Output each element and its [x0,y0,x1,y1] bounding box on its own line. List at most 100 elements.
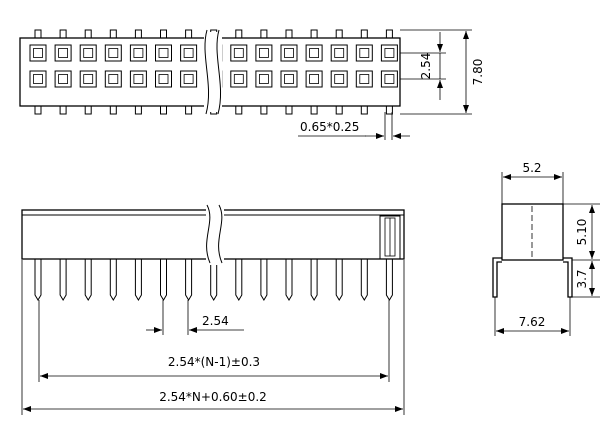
contact-cell-outer [380,70,398,88]
contact-cell-inner [133,48,144,58]
top-pin [160,29,167,39]
front-pin [210,259,218,301]
contact-cell-inner [183,48,194,58]
front-pin [385,259,393,301]
front-view-break-gap [206,205,224,265]
contact-cell-inner [309,48,320,58]
contact-cell-outer [280,70,298,88]
side-view: 5.2 5.10 3.7 7.62 [492,161,600,336]
front-pin [109,259,117,301]
top-view: 7.80 2.54 0.65*0.25 [19,29,485,140]
dim-label-pitch: 2.54 [419,53,433,80]
front-pin [160,259,167,301]
contact-cell-inner [334,74,345,84]
contact-cell-inner [158,48,169,58]
top-pin [34,29,42,39]
contact-cell-outer [104,44,122,62]
dim-label-height: 7.80 [471,59,485,86]
contact-cell-inner [33,48,43,58]
dim-label-pin-width: 0.65*0.25 [300,120,359,134]
dim-label-pin-length: 3.7 [575,269,589,288]
contact-cell-outer [355,70,373,88]
front-view-pins [34,259,393,301]
dim-label-body-height: 5.10 [575,219,589,246]
contact-cell-inner [133,74,144,84]
contact-cell-outer [29,44,47,62]
side-view-body [501,203,564,261]
dim-label-front-total: 2.54*N+0.60±0.2 [159,390,267,404]
dim-label-side-width: 5.2 [522,161,541,175]
dim-label-pin-spacing: 7.62 [519,315,546,329]
contact-cell-inner [108,48,119,58]
top-pin [109,29,117,39]
contact-cell-outer [230,44,248,62]
contact-cell-inner [183,74,194,84]
front-view-end-contact [379,215,401,260]
top-pin [335,105,343,115]
contact-cell-inner [359,74,370,84]
top-pin [310,105,318,115]
contact-cell-outer [129,70,147,88]
front-pin [235,259,243,301]
contact-cell-inner [284,74,294,84]
front-pin [360,259,368,301]
front-pin [84,259,92,301]
top-pin [260,29,268,39]
side-view-pin-right [563,257,573,298]
contact-cell-inner [258,74,269,84]
top-pin [84,105,92,115]
contact-cell-inner [58,48,68,58]
contact-cell-outer [54,44,72,62]
contact-cell-outer [305,70,323,88]
top-pin [185,29,193,39]
contact-cell-inner [384,48,395,58]
contact-cell-inner [359,48,370,58]
top-pin [59,29,67,39]
side-view-pin-left [492,257,502,298]
front-view: 2.54 2.54*(N-1)±0.3 2.54*N+0.60±0.2 [21,204,405,415]
front-view-break-line [218,204,223,264]
front-pin [260,259,268,301]
contact-cell-outer [104,70,122,88]
dim-label-front-pitch: 2.54 [202,314,229,328]
contact-cell-outer [29,70,47,88]
contact-cell-outer [280,44,298,62]
contact-cell-outer [180,44,198,62]
top-pin [84,29,92,39]
top-pin [235,105,243,115]
contact-cell-inner [33,74,43,84]
top-pin [385,29,393,39]
contact-cell-outer [255,44,273,62]
front-pin [134,259,142,301]
dim-label-front-span: 2.54*(N-1)±0.3 [168,355,260,369]
front-pin [310,259,318,301]
top-pin [59,105,67,115]
contact-cell-outer [305,44,323,62]
top-pin [235,29,243,39]
contact-cell-outer [129,44,147,62]
top-view-break-line [216,29,222,115]
top-view-break-line [204,29,210,115]
contact-cell-outer [330,44,348,62]
contact-cell-inner [108,74,119,84]
contact-cell-inner [83,74,94,84]
top-pin [109,105,117,115]
contact-cell-inner [233,48,244,58]
front-view-break-line [206,204,211,264]
top-pin [360,29,368,39]
contact-cell-outer [155,44,172,62]
contact-cell-inner [233,74,244,84]
front-pin [335,259,343,301]
contact-cell-outer [54,70,72,88]
front-pin [59,259,67,301]
contact-cell-inner [158,74,169,84]
top-pin [34,105,42,115]
top-pin [285,105,293,115]
contact-cell-inner [284,48,294,58]
contact-cell-inner [83,48,94,58]
contact-cell-outer [155,70,172,88]
contact-cell-outer [79,70,97,88]
contact-cell-inner [309,74,320,84]
top-pin [260,105,268,115]
